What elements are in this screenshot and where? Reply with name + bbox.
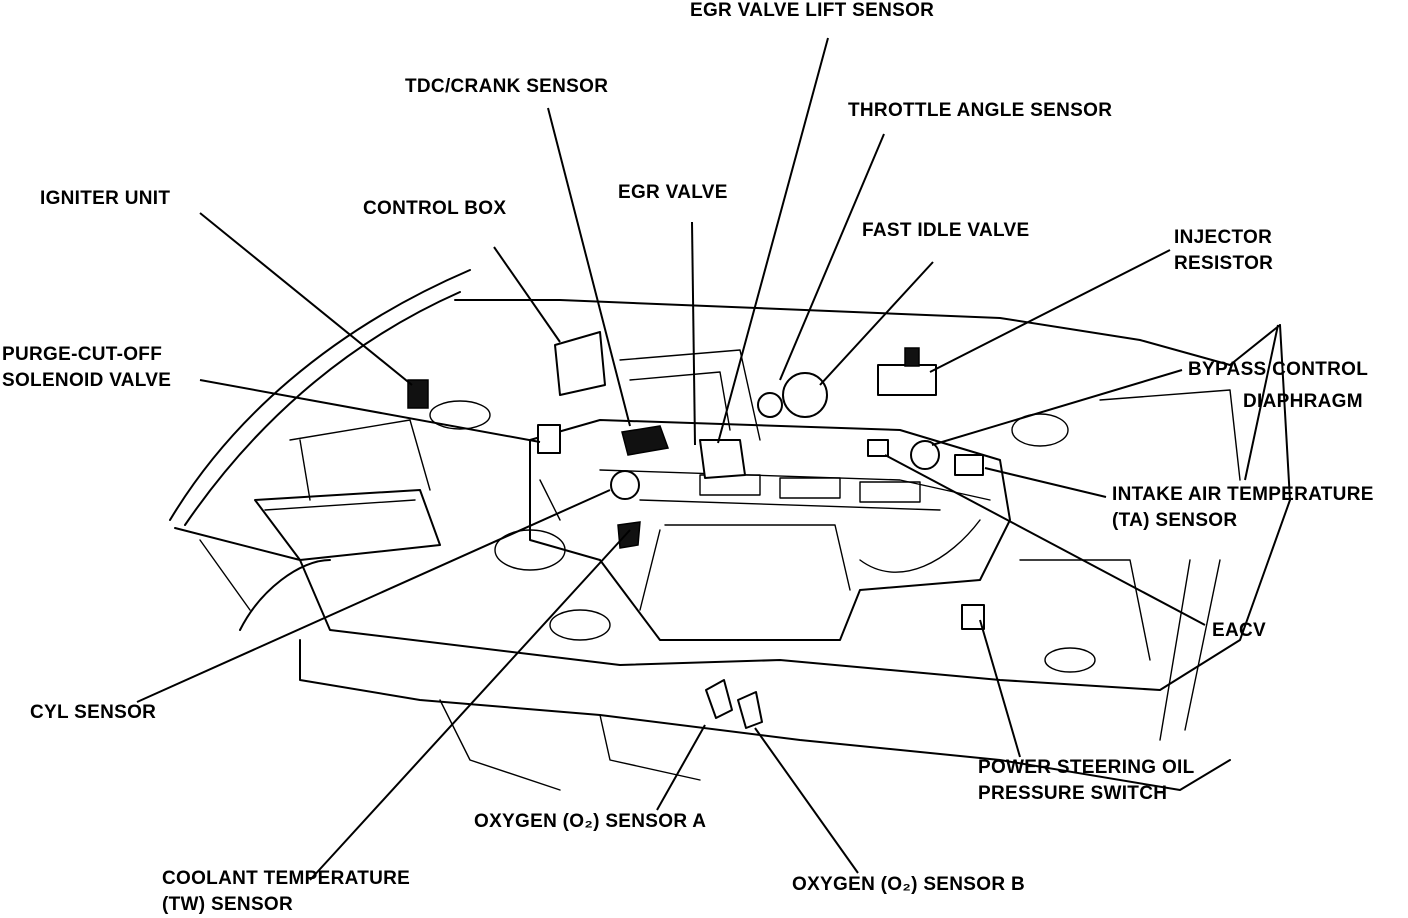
coolant-line-2: (TW) SENSOR [162, 894, 294, 915]
purge-line-2: SOLENOID VALVE [2, 370, 172, 391]
intake-air-line-1: INTAKE AIR TEMPERATURE [1112, 484, 1374, 505]
fast-idle-valve-label: FAST IDLE VALVE [862, 220, 1030, 241]
coolant-line-1: COOLANT TEMPERATURE [162, 868, 411, 889]
coolant-temperature-sensor-label: COOLANT TEMPERATURE (TW) SENSOR [162, 866, 410, 918]
igniter-unit-label: IGNITER UNIT [40, 188, 171, 209]
throttle-angle-sensor-label: THROTTLE ANGLE SENSOR [848, 100, 1113, 121]
injector-resistor-line-1: INJECTOR [1174, 227, 1273, 248]
eacv-label: EACV [1212, 620, 1266, 641]
egr-valve-lift-sensor-label: EGR VALVE LIFT SENSOR [690, 0, 935, 21]
egr-valve-label: EGR VALVE [618, 182, 728, 203]
oxygen-sensor-b-label: OXYGEN (O₂) SENSOR B [792, 874, 1025, 895]
engine-block [529, 349, 1241, 673]
intake-air-temperature-sensor-label: INTAKE AIR TEMPERATURE (TA) SENSOR [1112, 482, 1374, 534]
power-steering-oil-pressure-switch-label: POWER STEERING OIL PRESSURE SWITCH [978, 755, 1195, 807]
control-box-label: CONTROL BOX [363, 198, 507, 219]
tdc-crank-sensor-label: TDC/CRANK SENSOR [405, 76, 609, 97]
oxygen-sensor-a-label: OXYGEN (O₂) SENSOR A [474, 811, 707, 832]
injector-resistor-line-2: RESISTOR [1174, 253, 1274, 274]
engine-bay-outline [169, 269, 1291, 791]
ps-oil-line-2: PRESSURE SWITCH [978, 783, 1168, 804]
intake-air-line-2: (TA) SENSOR [1112, 510, 1238, 531]
diaphragm-label: DIAPHRAGM [1243, 391, 1363, 412]
battery-area [254, 400, 611, 641]
bypass-control-label: BYPASS CONTROL [1188, 359, 1369, 380]
cyl-sensor-label: CYL SENSOR [30, 702, 157, 723]
injector-resistor-label: INJECTOR RESISTOR [1174, 225, 1273, 277]
leader-lines [136, 37, 1279, 881]
purge-cut-off-solenoid-valve-label: PURGE-CUT-OFF SOLENOID VALVE [2, 342, 171, 394]
purge-line-1: PURGE-CUT-OFF [2, 344, 163, 365]
ps-oil-line-1: POWER STEERING OIL [978, 757, 1195, 778]
components [407, 331, 985, 729]
